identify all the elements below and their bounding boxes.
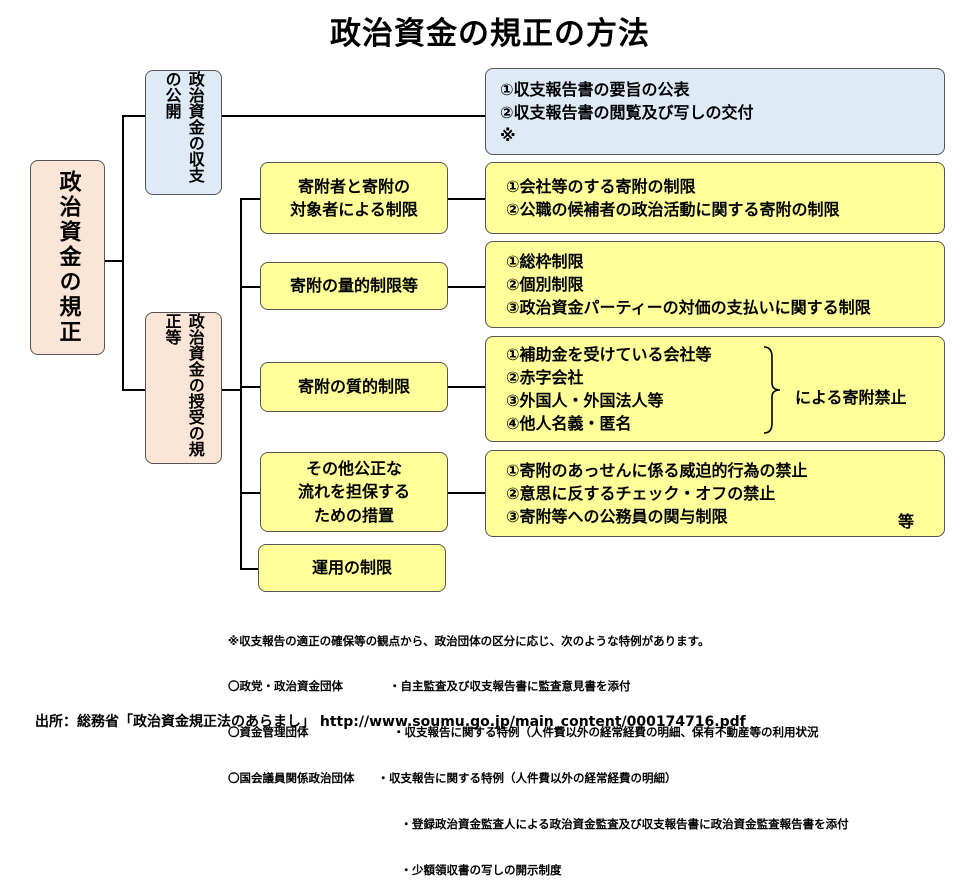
- restriction-items-quality: ①補助金を受けている会社等 ②赤字会社 ③外国人・外国法人等 ④他人名義・匿名: [485, 336, 945, 442]
- notes: ※収支報告の適正の確保等の観点から、政治団体の区分に応じ、次のような特例がありま…: [228, 603, 849, 894]
- connector-root: [105, 260, 123, 262]
- restriction-item: ①寄附のあっせんに係る威迫的行為の禁止: [506, 461, 808, 480]
- restriction-box-operation: 運用の制限: [258, 544, 446, 592]
- note-line: 〇国会議員関係政治団体 ・収支報告に関する特例（人件費以外の経常経費の明細）: [228, 771, 677, 786]
- connector-r4: [240, 492, 260, 494]
- restriction-items-quantity: ①総枠制限 ②個別制限 ③政治資金パーティーの対価の支払いに関する制限: [485, 241, 945, 328]
- root-box: 政治資金の規正: [30, 160, 105, 355]
- restriction-items-other: ①寄附のあっせんに係る威迫的行為の禁止 ②意思に反するチェック・オフの禁止 ③寄…: [485, 450, 945, 537]
- quality-suffix: による寄附禁止: [795, 388, 907, 407]
- restriction-item: ②赤字会社: [506, 368, 584, 387]
- note-line: 〇政党・政治資金団体 ・自主監査及び収支報告書に監査意見書を添付: [228, 679, 631, 694]
- connector-r3: [240, 386, 260, 388]
- restriction-item: ②意思に反するチェック・オフの禁止: [506, 484, 776, 503]
- restriction-item: ①総枠制限: [506, 252, 584, 271]
- connector-r2: [240, 286, 260, 288]
- note-line: ・少額領収書の写しの開示制度: [228, 863, 562, 878]
- connector-disclosure-items: [222, 115, 485, 117]
- other-suffix: 等: [898, 512, 915, 531]
- connector-restrictions-vertical: [240, 198, 242, 569]
- restriction-item: ①補助金を受けている会社等: [506, 345, 712, 364]
- branch-disclosure-box: 政治資金の収支の公開: [145, 70, 222, 195]
- restriction-label-line: 寄附の質的制限: [297, 377, 410, 397]
- note-line: ※収支報告の適正の確保等の観点から、政治団体の区分に応じ、次のような特例がありま…: [228, 633, 710, 648]
- connector-r2-items: [448, 286, 486, 288]
- restriction-item: ③政治資金パーティーの対価の支払いに関する制限: [506, 298, 871, 317]
- restriction-item: ③寄附等への公務員の関与制限: [506, 507, 728, 526]
- branch-disclosure-label: 政治資金の収支の公開: [162, 71, 205, 183]
- restriction-items-donor: ①会社等のする寄附の制限 ②公職の候補者の政治活動に関する寄附の制限: [485, 162, 945, 234]
- restriction-label-line: その他公正な: [305, 459, 402, 479]
- disclosure-item: ※: [500, 126, 516, 145]
- connector-r1: [240, 198, 260, 200]
- restriction-item: ①会社等のする寄附の制限: [506, 177, 696, 196]
- connector-receipt: [122, 389, 145, 391]
- restriction-label-line: 寄附の量的制限等: [289, 276, 418, 296]
- note-line: ・登録政治資金監査人による政治資金監査及び収支報告書に政治資金監査報告書を添付: [228, 817, 849, 832]
- restriction-box-quality: 寄附の質的制限: [260, 362, 448, 412]
- restriction-item: ②個別制限: [506, 275, 584, 294]
- root-label: 政治資金の規正: [55, 170, 81, 345]
- connector-r1-items: [448, 198, 486, 200]
- restriction-item: ②公職の候補者の政治活動に関する寄附の制限: [506, 200, 840, 219]
- restriction-label-line: 運用の制限: [311, 558, 392, 578]
- branch-receipt-box: 政治資金の授受の規正等: [145, 312, 222, 464]
- connector-r5: [240, 568, 258, 570]
- disclosure-items-box: ①収支報告書の要旨の公表 ②収支報告書の閲覧及び写しの交付 ※: [485, 68, 945, 155]
- branch-receipt-label: 政治資金の授受の規正等: [162, 313, 205, 457]
- connector-root-vertical: [122, 115, 124, 390]
- restriction-box-donor: 寄附者と寄附の 対象者による制限: [260, 162, 448, 234]
- disclosure-item: ②収支報告書の閲覧及び写しの交付: [500, 103, 754, 122]
- right-brace-icon: [763, 346, 781, 434]
- source-citation: 出所：総務省「政治資金規正法のあらまし」 http://www.soumu.go…: [35, 714, 746, 730]
- restriction-label-line: 流れを担保する: [297, 482, 410, 502]
- restriction-box-other: その他公正な 流れを担保する ための措置: [260, 452, 448, 532]
- connector-receipt-out: [222, 389, 242, 391]
- connector-r4-items: [448, 492, 486, 494]
- restriction-box-quantity: 寄附の量的制限等: [260, 262, 448, 310]
- disclosure-item: ①収支報告書の要旨の公表: [500, 80, 690, 99]
- restriction-item: ③外国人・外国法人等: [506, 391, 664, 410]
- restriction-item: ④他人名義・匿名: [506, 414, 632, 433]
- restriction-label-line: ための措置: [313, 505, 394, 525]
- connector-disclosure: [122, 115, 145, 117]
- page-title: 政治資金の規正の方法: [330, 16, 650, 52]
- restriction-label-line: 寄附者と寄附の: [297, 176, 410, 196]
- restriction-label-line: 対象者による制限: [290, 200, 418, 219]
- connector-r3-items: [448, 386, 486, 388]
